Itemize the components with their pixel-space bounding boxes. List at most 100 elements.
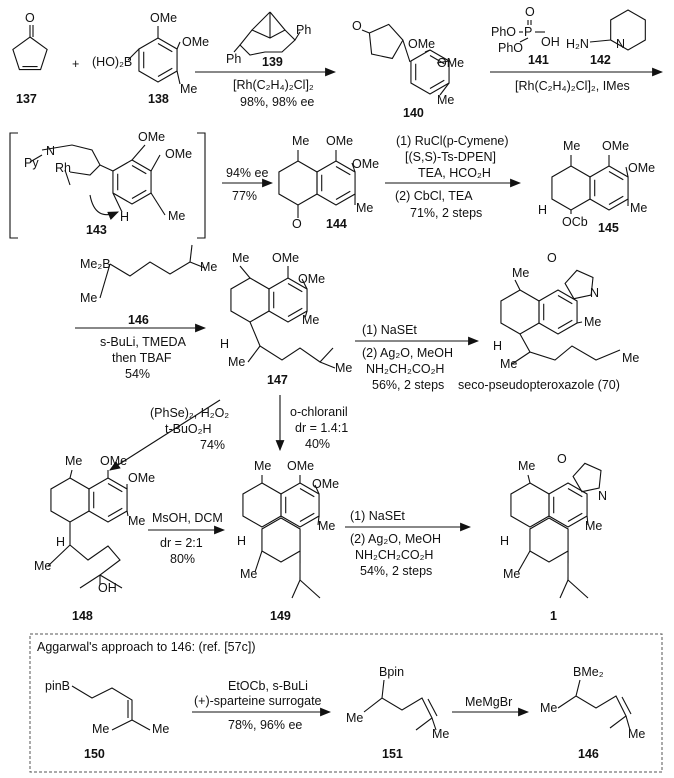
atom: P <box>524 25 532 39</box>
bond <box>99 164 114 172</box>
saturated-ring <box>510 482 550 528</box>
bond <box>427 698 438 717</box>
bond <box>514 279 521 291</box>
bond <box>608 195 624 205</box>
arrow-step7 <box>109 399 221 471</box>
bond <box>29 154 43 163</box>
conditions: [Rh(C₂H₄)₂Cl]₂ 98%, 98% ee [Rh(C₂H₄)₂Cl]… <box>37 78 630 732</box>
atom: OH <box>541 35 560 49</box>
atom: OMe <box>182 35 209 49</box>
atom: Me <box>628 727 645 741</box>
atom: Me <box>254 459 271 473</box>
chain <box>249 321 334 363</box>
cond: t-BuO₂H <box>165 422 212 436</box>
bond <box>176 70 181 85</box>
atom: Me <box>292 134 309 148</box>
atom: OMe <box>312 477 339 491</box>
cond: 98%, 98% ee <box>240 95 314 109</box>
bond <box>304 310 308 319</box>
bond-layer <box>12 9 646 731</box>
cond: [Rh(C₂H₄)₂Cl]₂, IMes <box>515 79 630 93</box>
bond <box>575 679 581 697</box>
atom: OMe <box>128 471 155 485</box>
compound-label: 150 <box>84 747 105 761</box>
atom: Me <box>437 93 454 107</box>
saturated-ring <box>500 289 540 335</box>
atom: Me <box>630 201 647 215</box>
aromatic-ring <box>268 277 308 323</box>
atom: H <box>220 337 229 351</box>
aromatic-ring <box>548 482 588 528</box>
atom: H <box>538 203 547 217</box>
atom: H₂N <box>566 37 589 51</box>
bond <box>150 192 166 216</box>
bond <box>127 48 140 61</box>
atom: Me <box>540 701 557 715</box>
atom: OCb <box>562 215 588 229</box>
bond <box>608 171 624 181</box>
cond: (2) CbCl, TEA <box>395 189 473 203</box>
atom: N <box>46 144 55 158</box>
oxazole-ring <box>564 269 594 300</box>
atom: H <box>237 534 246 548</box>
bracket-left <box>9 132 18 239</box>
atom: (HO)₂B <box>92 55 132 69</box>
atom: OMe <box>150 11 177 25</box>
bond <box>239 265 251 279</box>
bond <box>567 579 589 599</box>
atom: N <box>616 37 625 51</box>
cond: dr = 1.4:1 <box>295 421 348 435</box>
bond <box>301 278 308 290</box>
cond: 80% <box>170 552 195 566</box>
compound-label: 146 <box>578 747 599 761</box>
cond: 77% <box>232 189 257 203</box>
bond <box>576 321 583 324</box>
atom: OMe <box>352 157 379 171</box>
bond <box>319 361 336 369</box>
compound-label: 151 <box>382 747 403 761</box>
aromatic-ring <box>112 159 152 205</box>
aggarwal-box <box>29 633 663 773</box>
bond <box>233 44 241 53</box>
bond <box>189 244 193 263</box>
atom: Me <box>518 459 535 473</box>
saturated-ring <box>230 277 270 323</box>
atom: Ph <box>296 23 311 37</box>
atom: Me <box>346 711 363 725</box>
atom: Me <box>584 315 601 329</box>
compound-label: 137 <box>16 92 37 106</box>
aromatic-ring <box>410 49 450 95</box>
cond: s-BuLi, TMEDA <box>100 335 187 349</box>
bond <box>557 295 573 305</box>
box-title: Aggarwal's approach to 146: (ref. [57c]) <box>37 640 255 654</box>
atom: Me <box>168 209 185 223</box>
atom: O <box>25 11 35 25</box>
cond: [(S,S)-Ts-DPEN] <box>405 150 496 164</box>
bond <box>511 351 531 365</box>
saturated-ring <box>261 517 301 563</box>
atom: PhO <box>498 41 523 55</box>
atom: Ph <box>226 52 241 66</box>
aromatic-ring <box>138 37 178 83</box>
compound-label: 146 <box>128 313 149 327</box>
bond <box>131 719 151 731</box>
bond <box>99 263 111 299</box>
atom: O <box>292 217 302 231</box>
bond <box>291 579 301 599</box>
bond <box>47 544 71 567</box>
bond <box>157 43 173 53</box>
bond <box>625 166 629 178</box>
cond: NH₂CH₂CO₂H <box>355 548 433 562</box>
atom: BMe₂ <box>573 665 604 679</box>
bond <box>431 717 437 731</box>
bond <box>99 574 123 589</box>
saturated-ring <box>50 477 90 523</box>
bond <box>299 488 315 498</box>
bond <box>131 144 146 161</box>
compound-label: 143 <box>86 223 107 237</box>
atom: Me <box>563 139 580 153</box>
atom: H <box>500 534 509 548</box>
compound-label: 142 <box>590 53 611 67</box>
